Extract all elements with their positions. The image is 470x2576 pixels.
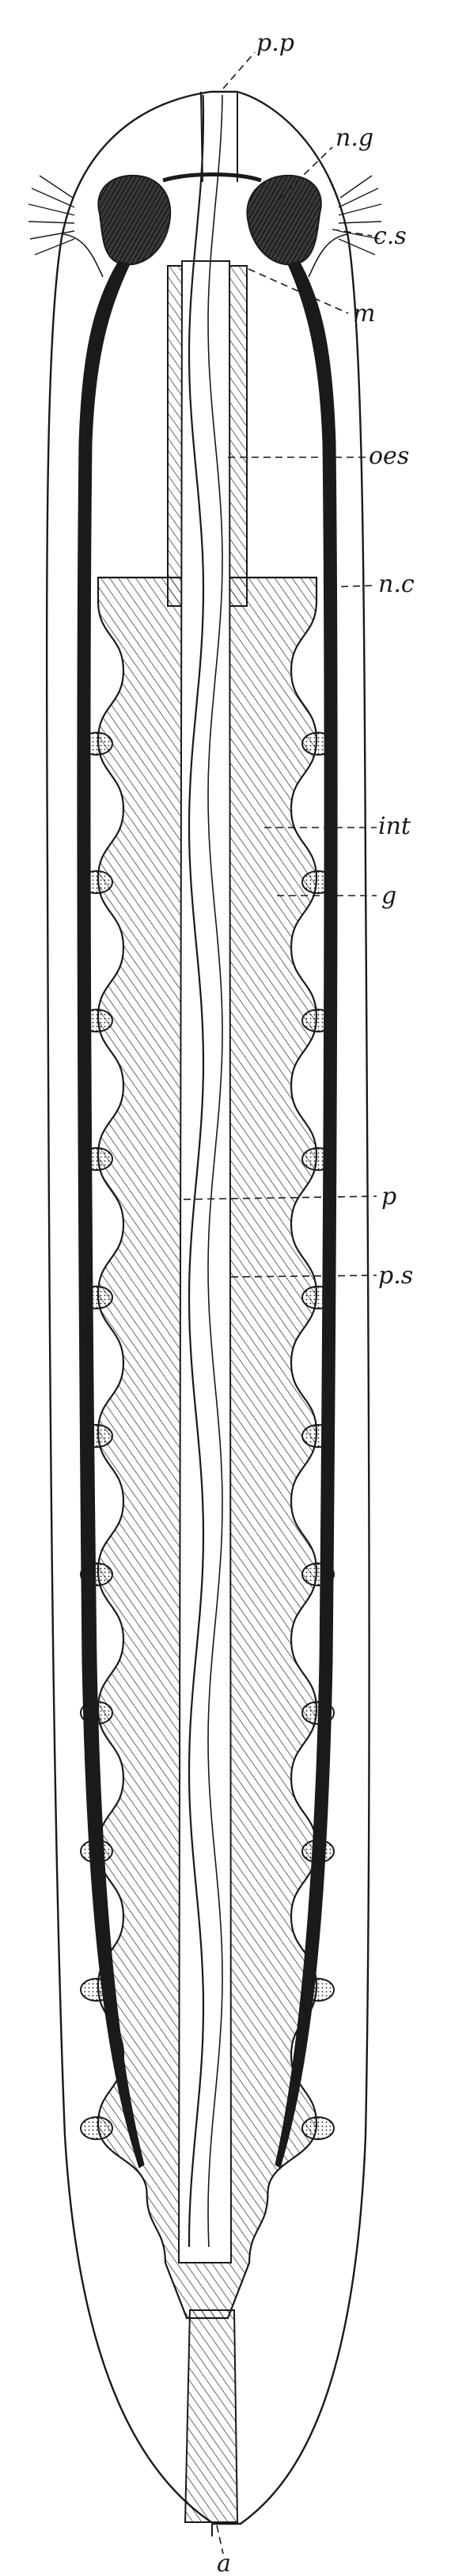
label-g: g [381, 882, 396, 910]
cephalic-slit-right [338, 175, 382, 256]
label-ng: n.g [335, 124, 373, 152]
gonad [80, 1286, 113, 1309]
label-cs: c.s [373, 222, 407, 250]
label-a: a [217, 2550, 231, 2576]
leader-cs [332, 229, 373, 237]
label-p: p [381, 1183, 396, 1210]
gonad [301, 2116, 335, 2140]
rectum [184, 2309, 239, 2523]
gonad [80, 1009, 113, 1032]
gonad [301, 1563, 335, 1586]
gonad [301, 732, 335, 756]
cerebral-commissure [162, 172, 262, 183]
label-m: m [353, 300, 375, 328]
gonad [301, 1147, 335, 1171]
gonad [301, 1839, 335, 1863]
head-furrow [63, 233, 349, 278]
gonad [80, 1701, 113, 1725]
gonad [80, 2116, 113, 2140]
body-outline [45, 90, 370, 2525]
gonad [80, 870, 113, 894]
label-pp: p.p [256, 29, 294, 57]
leader-ps [230, 1275, 377, 1278]
label-oes: oes [369, 442, 409, 470]
gonad [301, 1978, 335, 2002]
gonad [301, 1286, 335, 1309]
gonad [80, 732, 113, 756]
leader-a [216, 2525, 224, 2555]
leader-pp [222, 51, 256, 89]
proboscis-inner-wall [207, 94, 223, 2248]
nerve-ganglion-left [97, 174, 172, 266]
leader-ng [278, 146, 333, 200]
gonad [80, 1147, 113, 1171]
gonad [301, 1009, 335, 1032]
proboscis [188, 94, 205, 2248]
leader-p [183, 1195, 377, 1200]
gonads [80, 732, 335, 2140]
cephalic-slit-left [28, 175, 75, 256]
label-ps: p.s [378, 1262, 413, 1290]
label-nc: n.c [378, 570, 415, 598]
gonad [301, 870, 335, 894]
nerve-ganglion-right [246, 174, 322, 266]
gonad [301, 1424, 335, 1448]
leader-nc [328, 585, 377, 588]
gonad [80, 1424, 113, 1448]
gonad [80, 1563, 113, 1586]
leader-m [248, 268, 349, 314]
gonad [301, 1701, 335, 1725]
label-int: int [378, 813, 411, 840]
gonad [80, 1978, 113, 2002]
proboscis-sheath [177, 260, 233, 2263]
gonad [80, 1839, 113, 1863]
